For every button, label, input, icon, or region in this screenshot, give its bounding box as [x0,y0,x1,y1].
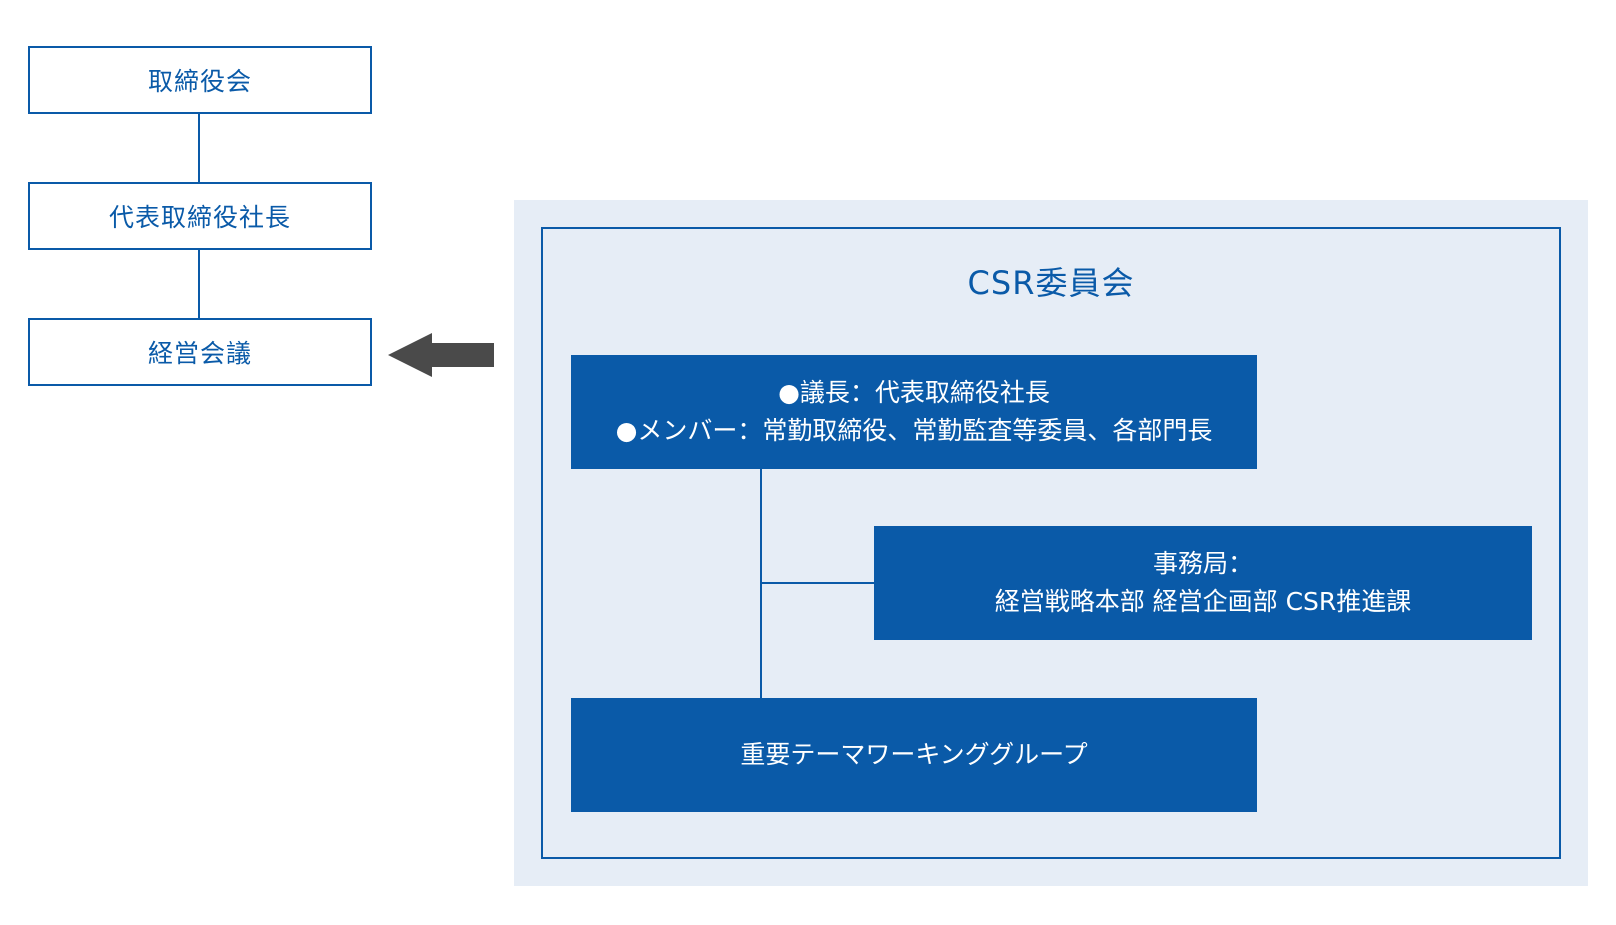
working-group-label: 重要テーマワーキンググループ [740,740,1088,769]
secretariat-box: 事務局： 経営戦略本部 経営企画部 CSR推進課 [874,526,1532,640]
board-of-directors-label: 取締役会 [147,67,252,96]
secretariat-heading: 事務局： [1152,549,1253,578]
board-of-directors-box: 取締役会 [28,46,372,114]
committee-frame [541,227,1561,859]
chair-line: ●議長：代表取締役社長 [778,378,1050,407]
connector-president-meeting [198,250,200,318]
secretariat-department: 経営戦略本部 経営企画部 CSR推進課 [994,587,1412,616]
members-line: ●メンバー：常勤取締役、常勤監査等委員、各部門長 [615,416,1213,445]
working-group-box: 重要テーマワーキンググループ [571,698,1257,812]
committee-members-box: ●議長：代表取締役社長 ●メンバー：常勤取締役、常勤監査等委員、各部門長 [571,355,1257,469]
management-meeting-box: 経営会議 [28,318,372,386]
report-arrow-shaft [420,343,494,367]
left-arrow-icon [388,333,432,377]
connector-board-president [198,114,200,182]
committee-tree-branch-line [761,582,874,584]
committee-title: CSR委員会 [967,264,1135,302]
president-label: 代表取締役社長 [108,203,291,232]
management-meeting-label: 経営会議 [147,339,252,368]
president-box: 代表取締役社長 [28,182,372,250]
